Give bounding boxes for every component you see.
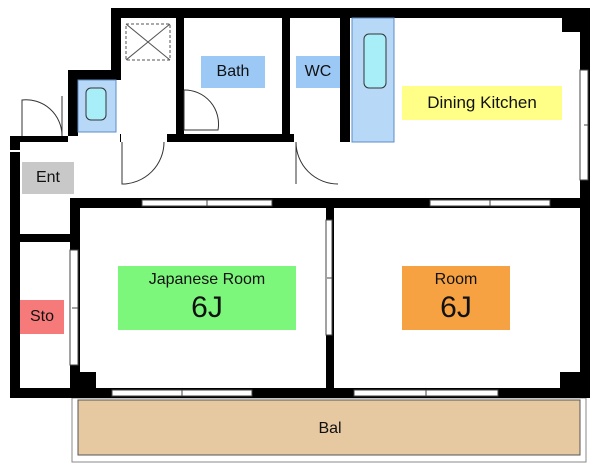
wc-label: WC <box>296 56 340 88</box>
entrance-label: Ent <box>22 162 74 194</box>
bath-label: Bath <box>201 56 265 88</box>
japanese-room-name: Japanese Room <box>148 271 266 288</box>
room-label: Room 6J <box>402 266 510 330</box>
dining-kitchen-label: Dining Kitchen <box>402 86 562 120</box>
shower-drain-icon <box>125 23 171 61</box>
balcony-floor <box>77 399 581 456</box>
room-size: 6J <box>440 291 472 324</box>
door-swings <box>21 89 339 185</box>
washbasin-icon <box>85 87 107 121</box>
japanese-room-size: 6J <box>191 291 223 324</box>
balcony-label: Bal <box>318 420 342 437</box>
japanese-room-label: Japanese Room 6J <box>118 266 296 330</box>
sink-icon <box>363 33 387 89</box>
room-name: Room <box>434 271 478 288</box>
storage-label: Sto <box>20 300 64 334</box>
